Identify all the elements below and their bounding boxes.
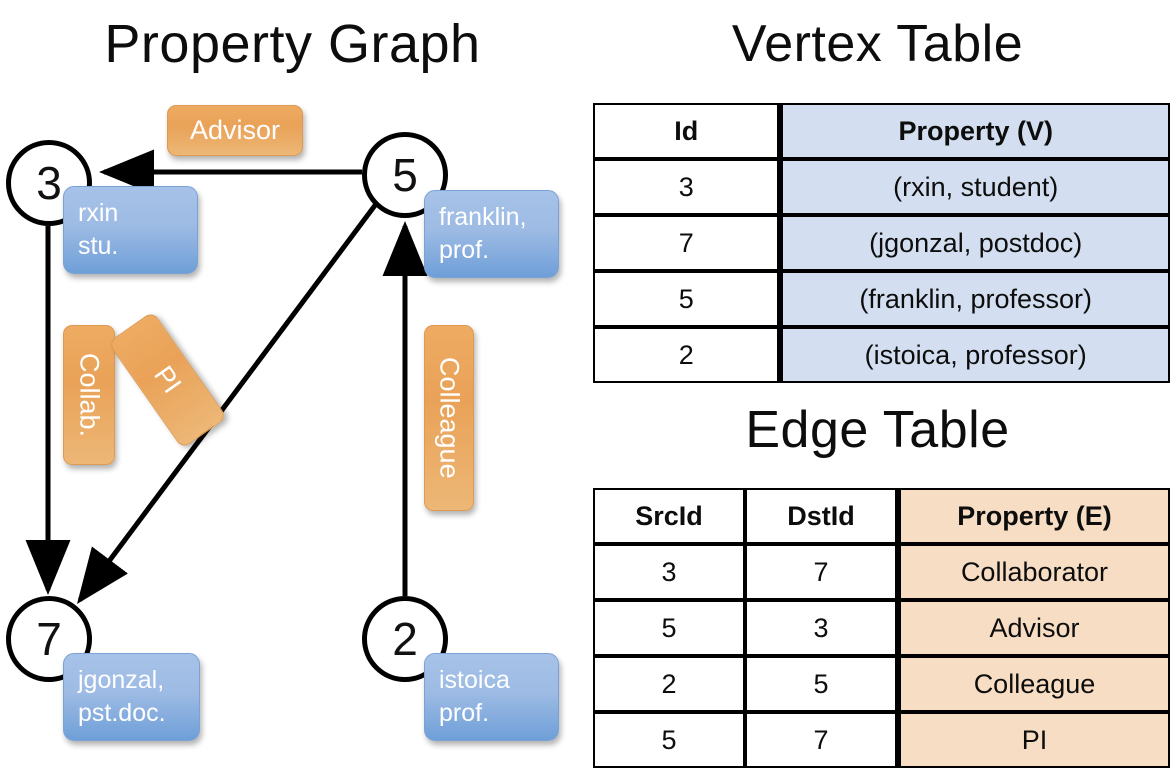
edge-label-collab-text: Collab. bbox=[74, 352, 105, 438]
vertex-row-1-property: (jgonzal, postdoc) bbox=[779, 215, 1170, 271]
graph-node-3-label: 3 bbox=[36, 157, 62, 209]
edge-row-2-dst: 5 bbox=[744, 656, 897, 712]
edge-row-1-property: Advisor bbox=[896, 600, 1170, 656]
edge-table: SrcId DstId Property (E) 3 7 Collaborato… bbox=[593, 488, 1170, 768]
vertex-property-2-line1: istoica bbox=[439, 666, 510, 694]
vertex-row-2-property: (franklin, professor) bbox=[779, 271, 1170, 327]
vertex-property-5-line1: franklin, bbox=[439, 203, 527, 231]
vertex-property-7-line2: pst.doc. bbox=[78, 699, 166, 727]
table-row[interactable]: 5 7 PI bbox=[593, 712, 1170, 768]
edge-table-col-srcid: SrcId bbox=[593, 488, 745, 544]
vertex-row-0-property: (rxin, student) bbox=[779, 159, 1170, 215]
vertex-property-box-3: rxin stu. bbox=[63, 186, 198, 274]
table-row[interactable]: 2 5 Colleague bbox=[593, 656, 1170, 712]
edge-row-2-property: Colleague bbox=[896, 656, 1170, 712]
graph-node-2-label: 2 bbox=[392, 613, 418, 665]
vertex-table-col-id: Id bbox=[593, 103, 780, 159]
edge-label-collab: Collab. bbox=[63, 325, 115, 465]
edge-label-colleague-text: Colleague bbox=[434, 357, 465, 479]
edge-row-0-src: 3 bbox=[593, 544, 745, 600]
vertex-row-1-id: 7 bbox=[593, 215, 780, 271]
vertex-property-box-7: jgonzal, pst.doc. bbox=[63, 653, 200, 741]
table-row[interactable]: 3 7 Collaborator bbox=[593, 544, 1170, 600]
vertex-row-0-id: 3 bbox=[593, 159, 780, 215]
vertex-property-7-line1: jgonzal, bbox=[78, 666, 165, 694]
page-title-edge-table: Edge Table bbox=[745, 401, 1010, 459]
edge-row-0-property: Collaborator bbox=[896, 544, 1170, 600]
vertex-table-col-property: Property (V) bbox=[779, 103, 1170, 159]
vertex-property-3-line1: rxin bbox=[78, 199, 119, 227]
edge-table-col-property: Property (E) bbox=[896, 488, 1170, 544]
vertex-row-3-property: (istoica, professor) bbox=[779, 327, 1170, 383]
edge-row-0-dst: 7 bbox=[744, 544, 897, 600]
table-row[interactable]: 5 (franklin, professor) bbox=[593, 271, 1170, 327]
table-row[interactable]: 3 (rxin, student) bbox=[593, 159, 1170, 215]
edge-row-1-src: 5 bbox=[593, 600, 745, 656]
vertex-table-header-row: Id Property (V) bbox=[593, 103, 1170, 159]
vertex-row-3-id: 2 bbox=[593, 327, 780, 383]
graph-node-2[interactable]: 2 bbox=[362, 596, 448, 682]
edge-row-3-dst: 7 bbox=[744, 712, 897, 768]
edge-table-col-dstid: DstId bbox=[744, 488, 897, 544]
edge-label-advisor-text: Advisor bbox=[189, 115, 281, 145]
vertex-row-2-id: 5 bbox=[593, 271, 780, 327]
edge-table-header-row: SrcId DstId Property (E) bbox=[593, 488, 1170, 544]
vertex-property-5-line2: prof. bbox=[439, 236, 490, 264]
graph-node-5[interactable]: 5 bbox=[362, 132, 448, 218]
edge-row-3-src: 5 bbox=[593, 712, 745, 768]
edge-label-pi-text: PI bbox=[148, 360, 188, 399]
graph-node-7-label: 7 bbox=[36, 613, 62, 665]
page-title-vertex-table: Vertex Table bbox=[731, 15, 1024, 73]
vertex-property-box-2: istoica prof. bbox=[424, 653, 559, 741]
edge-row-2-src: 2 bbox=[593, 656, 745, 712]
edge-label-colleague: Colleague bbox=[424, 325, 474, 511]
vertex-table: Id Property (V) 3 (rxin, student) 7 (jgo… bbox=[593, 103, 1170, 383]
page-title-property-graph: Property Graph bbox=[104, 14, 481, 74]
graph-edges-layer bbox=[25, 149, 428, 605]
edge-row-1-dst: 3 bbox=[744, 600, 897, 656]
edge-label-advisor: Advisor bbox=[167, 105, 303, 156]
vertex-property-2-line2: prof. bbox=[439, 699, 490, 727]
vertex-property-3-line2: stu. bbox=[78, 232, 119, 260]
edge-5-to-7-pi bbox=[77, 202, 379, 605]
graph-node-5-label: 5 bbox=[392, 149, 418, 201]
table-row[interactable]: 2 (istoica, professor) bbox=[593, 327, 1170, 383]
vertex-property-box-5: franklin, prof. bbox=[424, 190, 559, 278]
table-row[interactable]: 5 3 Advisor bbox=[593, 600, 1170, 656]
table-row[interactable]: 7 (jgonzal, postdoc) bbox=[593, 215, 1170, 271]
property-graph-panel: Property Graph 3 5 7 bbox=[0, 0, 585, 760]
